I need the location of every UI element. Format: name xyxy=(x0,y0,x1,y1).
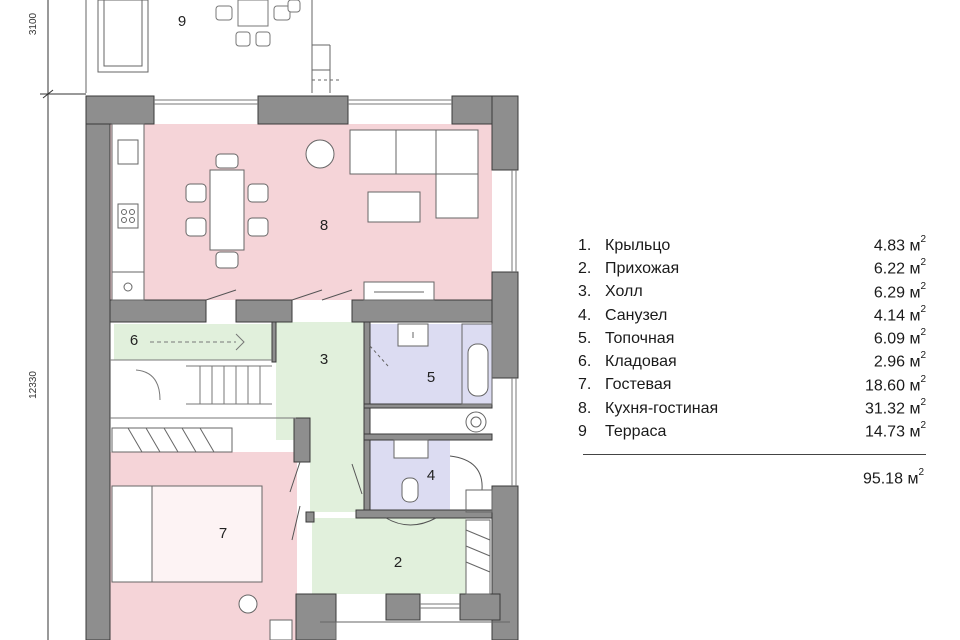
legend-row: 7. Гостевая 18.60 м2 xyxy=(578,374,926,397)
boiler-room-fixtures xyxy=(369,323,493,433)
legend-area-value: 4.83 xyxy=(873,237,905,255)
living-furniture xyxy=(305,129,479,301)
legend-total-area: 95.18 м2 xyxy=(862,466,924,488)
legend-area-value: 18.60 xyxy=(864,377,905,395)
legend-room-name: Крыльцо xyxy=(605,236,671,254)
legend-room-number: 2. xyxy=(578,259,592,277)
legend-room-name: Прихожая xyxy=(605,259,680,277)
legend-room-area: 6.09 м2 xyxy=(846,327,926,348)
room-label-4: 4 xyxy=(427,467,435,484)
legend-room-number: 1. xyxy=(578,236,592,254)
dimension-top: 3100 xyxy=(28,12,39,35)
room-3-hall-fill xyxy=(276,322,364,512)
legend-area-unit: м xyxy=(909,400,921,418)
legend-area-unit: м xyxy=(909,423,921,441)
legend-area-unit-sup: 2 xyxy=(920,327,926,339)
legend-row: 9 Терраса 14.73 м2 xyxy=(578,420,926,443)
legend-room-name: Кухня-гостиная xyxy=(605,399,719,417)
kitchen-counter xyxy=(111,123,145,301)
guest-room-furniture xyxy=(111,427,293,640)
legend-room-name: Топочная xyxy=(605,329,675,347)
room-label-3: 3 xyxy=(320,351,328,368)
legend-area-unit-sup: 2 xyxy=(920,233,926,245)
legend-room-name: Кладовая xyxy=(605,353,677,371)
legend-row: 4. Санузел 4.14 м2 xyxy=(578,304,926,327)
legend-area-value: 6.29 xyxy=(873,283,905,301)
walls xyxy=(85,95,519,640)
legend-divider xyxy=(583,453,926,455)
legend-room-number: 3. xyxy=(578,283,592,301)
legend-area-unit-sup: 2 xyxy=(920,257,926,269)
legend-room-area: 14.73 м2 xyxy=(846,420,926,441)
room-label-8: 8 xyxy=(320,217,328,234)
legend-area-unit: м xyxy=(909,330,921,348)
legend-room-number: 4. xyxy=(578,306,592,324)
room-label-2: 2 xyxy=(394,554,402,571)
legend-row: 1. Крыльцо 4.83 м2 xyxy=(578,234,926,257)
dimension-lines xyxy=(40,0,86,640)
total-area-unit-sup: 2 xyxy=(918,466,924,478)
legend-room-name: Терраса xyxy=(605,423,667,441)
legend-area-unit-sup: 2 xyxy=(920,420,926,432)
legend-room-area: 31.32 м2 xyxy=(846,397,926,418)
legend-area-value: 6.09 xyxy=(873,330,905,348)
legend-room-area: 6.29 м2 xyxy=(846,280,926,302)
room-2-entry-fill xyxy=(312,518,466,594)
legend-area-value: 14.73 xyxy=(864,423,905,441)
legend-room-name: Санузел xyxy=(605,306,668,324)
room-label-5: 5 xyxy=(427,369,435,386)
legend-area-unit-sup: 2 xyxy=(920,350,926,362)
legend-row: 2. Прихожая 6.22 м2 xyxy=(578,257,926,280)
legend-area-unit-sup: 2 xyxy=(920,373,926,385)
legend-area-value: 6.22 xyxy=(873,260,905,278)
legend-area-value: 4.14 xyxy=(873,307,905,325)
legend-room-name: Холл xyxy=(605,283,643,301)
legend-row: 6. Кладовая 2.96 м2 xyxy=(578,350,926,373)
room-label-6: 6 xyxy=(130,332,138,349)
legend-area-unit-sup: 2 xyxy=(920,303,926,315)
door-swings xyxy=(205,289,483,541)
windows xyxy=(154,99,517,609)
legend-area-value: 31.32 xyxy=(864,400,905,418)
room-label-7: 7 xyxy=(219,525,227,542)
legend-row: 8. Кухня-гостиная 31.32 м2 xyxy=(578,397,926,420)
total-area-unit: м xyxy=(907,470,919,487)
bathroom-fixtures xyxy=(393,439,493,513)
legend-room-area: 6.22 м2 xyxy=(846,257,926,278)
terrace-table-set xyxy=(215,0,301,47)
legend-room-name: Гостевая xyxy=(605,376,672,394)
storage-stairs xyxy=(110,333,296,419)
legend-area-unit: м xyxy=(909,377,921,395)
legend-room-area: 2.96 м2 xyxy=(846,350,926,371)
legend-room-number: 5. xyxy=(578,329,592,347)
dimension-main: 12330 xyxy=(28,371,39,399)
legend-room-number: 7. xyxy=(578,376,592,394)
legend-area-unit: м xyxy=(909,353,921,371)
room-label-9: 9 xyxy=(178,13,186,30)
legend-area-unit-sup: 2 xyxy=(920,397,926,409)
legend-area-unit: м xyxy=(909,260,921,278)
legend-room-number: 8. xyxy=(578,399,592,417)
legend-room-area: 4.83 м2 xyxy=(846,233,926,255)
legend-area-value: 2.96 xyxy=(873,353,905,371)
legend-room-number: 9 xyxy=(578,423,587,441)
legend-row: 3. Холл 6.29 м2 xyxy=(578,281,926,304)
legend-room-number: 6. xyxy=(578,353,592,371)
legend-area-unit-sup: 2 xyxy=(920,280,926,292)
room-4-bathroom-fill xyxy=(370,440,450,510)
legend-area-unit: м xyxy=(909,307,921,325)
dining-table-set xyxy=(185,153,269,269)
legend-room-area: 4.14 м2 xyxy=(846,303,926,325)
legend-room-area: 18.60 м2 xyxy=(846,373,926,395)
legend-row: 5. Топочная 6.09 м2 xyxy=(578,327,926,350)
legend-area-unit: м xyxy=(909,237,921,255)
entry-fixtures xyxy=(320,519,510,640)
legend-total-row: 95.18 м2 xyxy=(578,466,926,488)
legend-area-unit: м xyxy=(909,283,921,301)
total-area-value: 95.18 xyxy=(862,470,903,487)
terrace-area xyxy=(85,0,340,93)
